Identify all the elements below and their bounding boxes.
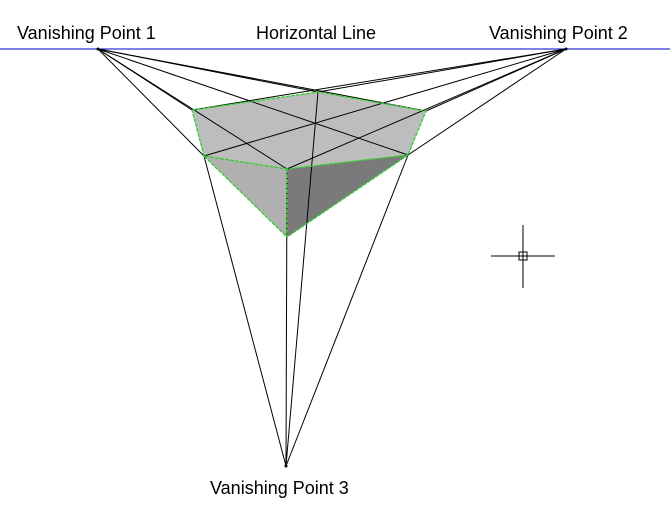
- vanishing-point-1-label: Vanishing Point 1: [17, 23, 156, 43]
- vanishing-point-1-marker: [96, 47, 100, 51]
- box-top-face: [192, 92, 426, 169]
- vanishing-point-2-marker: [564, 47, 568, 51]
- vanishing-point-markers: [96, 47, 568, 468]
- horizontal-line-label: Horizontal Line: [256, 23, 377, 43]
- vp1-construction-lines: [97, 48, 427, 170]
- vp2-construction-lines: [191, 48, 567, 170]
- vanishing-point-3-label: Vanishing Point 3: [210, 478, 349, 498]
- vanishing-point-2-label: Vanishing Point 2: [489, 23, 628, 43]
- box-outline: [191, 91, 427, 238]
- vanishing-point-3-marker: [284, 464, 288, 468]
- crosshair-cursor-icon: [491, 225, 555, 288]
- vp3-construction-lines: [203, 91, 409, 467]
